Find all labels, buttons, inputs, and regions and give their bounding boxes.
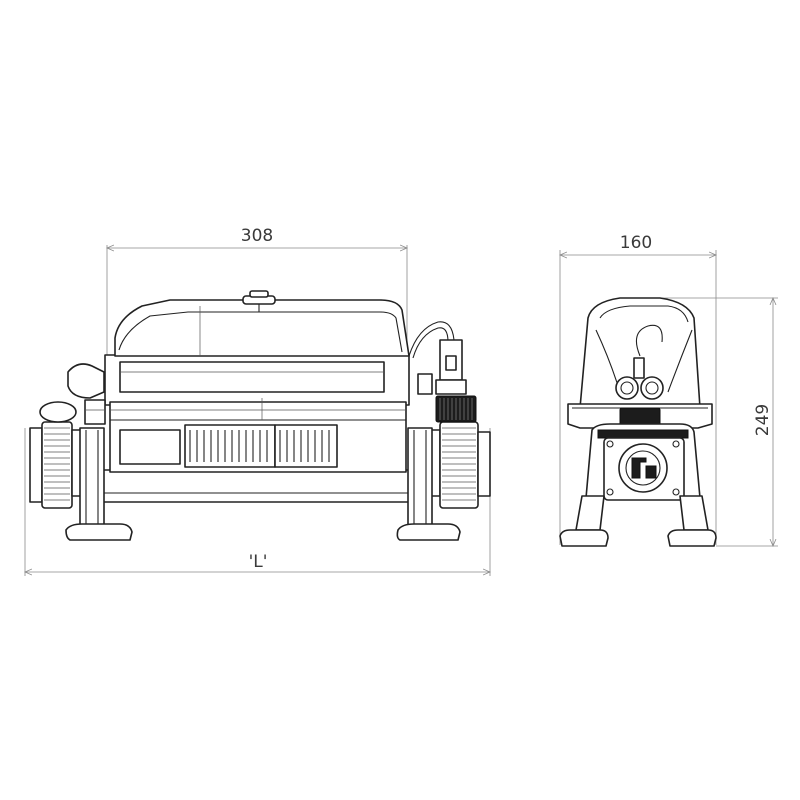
side-view: 160 249 <box>560 233 778 546</box>
side-right-leg <box>667 495 717 547</box>
dimension-label-308: 308 <box>241 226 273 246</box>
left-union-fitting <box>29 401 83 509</box>
dimension-label-249: 249 <box>753 404 773 436</box>
bolt-icon <box>672 440 680 448</box>
side-left-leg <box>559 495 609 547</box>
bolt-icon <box>672 488 680 496</box>
left-leg <box>65 427 133 541</box>
side-union-face <box>585 423 701 501</box>
bolt-icon <box>606 488 614 496</box>
dimension-160: 160 <box>560 233 716 545</box>
left-cable-gland <box>67 363 106 425</box>
base-rail <box>102 469 416 503</box>
flow-switch <box>408 321 477 423</box>
top-knob-icon <box>242 290 276 312</box>
dimension-l: 'L' <box>25 428 490 576</box>
dimension-label-160: 160 <box>620 233 652 253</box>
bolt-icon <box>606 440 614 448</box>
vent-grille <box>119 424 338 468</box>
front-view: 308 'L' <box>25 226 490 576</box>
right-union-fitting <box>429 421 491 509</box>
right-leg <box>396 427 461 541</box>
heater-lid <box>114 299 410 393</box>
dimension-249: 249 <box>640 298 778 546</box>
dimension-label-l: 'L' <box>249 552 268 572</box>
dimension-308: 308 <box>107 226 407 356</box>
